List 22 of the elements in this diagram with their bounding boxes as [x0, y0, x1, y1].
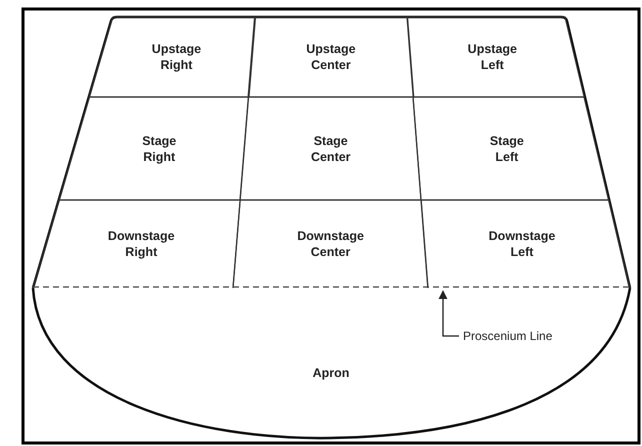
stage-area	[89, 17, 255, 97]
area-label: Downstage Right	[108, 228, 175, 260]
area-label: Stage Center	[310, 132, 351, 164]
area-label: Downstage Center	[297, 228, 364, 260]
area-label: Downstage Left	[488, 228, 556, 260]
leader-line	[438, 290, 459, 337]
stage-area	[407, 17, 584, 97]
area-label: Upstage Center	[306, 41, 356, 73]
area-label: Stage Left	[490, 132, 524, 164]
line-label: Proscenium Line	[463, 329, 552, 343]
stage-area	[33, 200, 240, 288]
area-label: Upstage Right	[152, 41, 202, 73]
stage-area	[413, 97, 609, 200]
stage-area	[58, 97, 248, 200]
stage-area	[248, 17, 414, 97]
stage-area	[421, 200, 630, 288]
stage-area	[240, 97, 422, 200]
area-label: Upstage Left	[468, 41, 517, 73]
apron-area	[30, 288, 632, 440]
area-label: Apron	[312, 365, 350, 381]
area-label: Stage Right	[142, 132, 176, 164]
stage-area	[233, 200, 428, 288]
